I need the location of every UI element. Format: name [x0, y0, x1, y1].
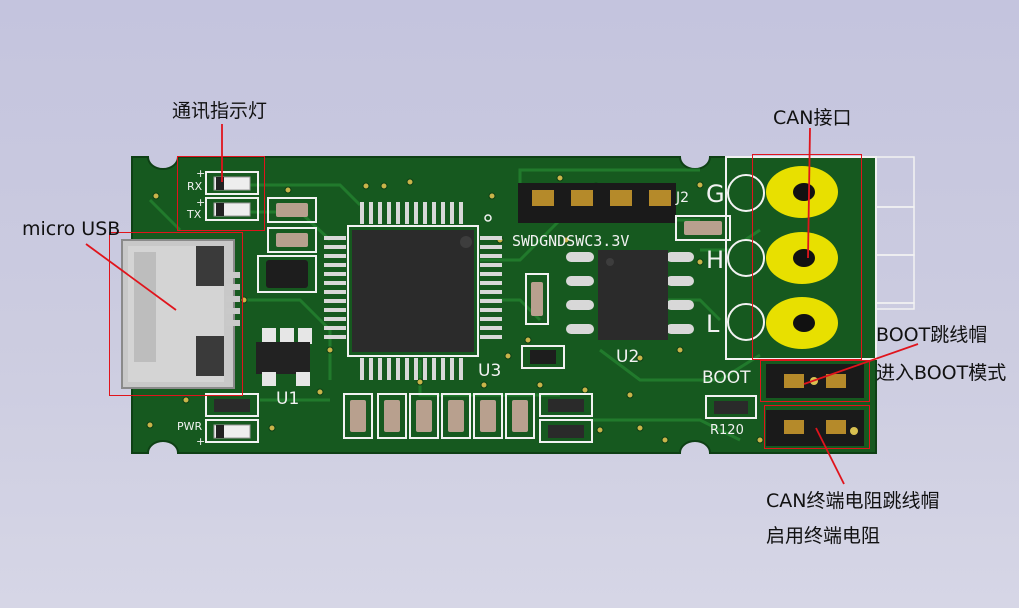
termination-jumper: [766, 410, 864, 446]
silk-plus-pwr: +: [196, 435, 205, 448]
highlight-led: [177, 156, 265, 231]
resistor-r3: [675, 215, 731, 241]
diode-d1: [257, 255, 317, 293]
silk-plus-rx: +: [196, 167, 205, 180]
resistor-bank: [343, 393, 535, 439]
capacitor-c-pwr: [205, 393, 259, 417]
callout-termination-desc: 启用终端电阻: [766, 525, 881, 547]
callout-boot-title: BOOT跳线帽: [876, 324, 988, 346]
chip-u3: [324, 202, 502, 380]
resistor-r120: [705, 395, 757, 419]
silk-plus-tx: +: [196, 196, 205, 209]
callout-boot-desc: 进入BOOT模式: [876, 362, 1007, 384]
silk-l: L: [706, 310, 720, 338]
silk-boot: BOOT: [702, 368, 751, 388]
silk-tx: TX: [186, 208, 202, 221]
chip-u2: [566, 250, 694, 340]
highlight-can: [752, 154, 862, 360]
callout-led-label: 通讯指示灯: [172, 100, 268, 122]
highlight-termination: [764, 405, 870, 449]
highlight-boot: [760, 360, 870, 402]
led-pwr: [205, 419, 259, 443]
callout-can-label: CAN接口: [773, 107, 852, 129]
silk-pwr: PWR: [177, 420, 203, 433]
chip-u1: [256, 328, 312, 386]
swd-header: [518, 183, 676, 223]
silk-u2: U2: [616, 347, 639, 367]
silk-h: H: [706, 246, 724, 274]
silk-u1: U1: [276, 389, 299, 409]
silk-r120: R120: [710, 423, 744, 438]
silk-j2: J2: [675, 190, 689, 206]
silk-rx: RX: [187, 180, 203, 193]
resistor-r2: [267, 227, 317, 253]
callout-termination-title: CAN终端电阻跳线帽: [766, 490, 940, 512]
resistor-r1: [267, 197, 317, 223]
highlight-usb: [109, 232, 243, 396]
resistor-r4: [525, 273, 549, 325]
silk-g: G: [706, 180, 725, 208]
micro-usb-connector: [121, 239, 240, 389]
silk-u3: U3: [478, 361, 501, 381]
led-rx: [205, 171, 259, 195]
silk-swd-header: SWDGNDSWC3.3V: [512, 232, 629, 250]
led-tx: [205, 197, 259, 221]
callout-usb-label: micro USB: [22, 218, 121, 240]
diode-d2: [521, 345, 565, 369]
callout-lines: [85, 124, 919, 485]
capacitor-bank: [539, 393, 593, 443]
